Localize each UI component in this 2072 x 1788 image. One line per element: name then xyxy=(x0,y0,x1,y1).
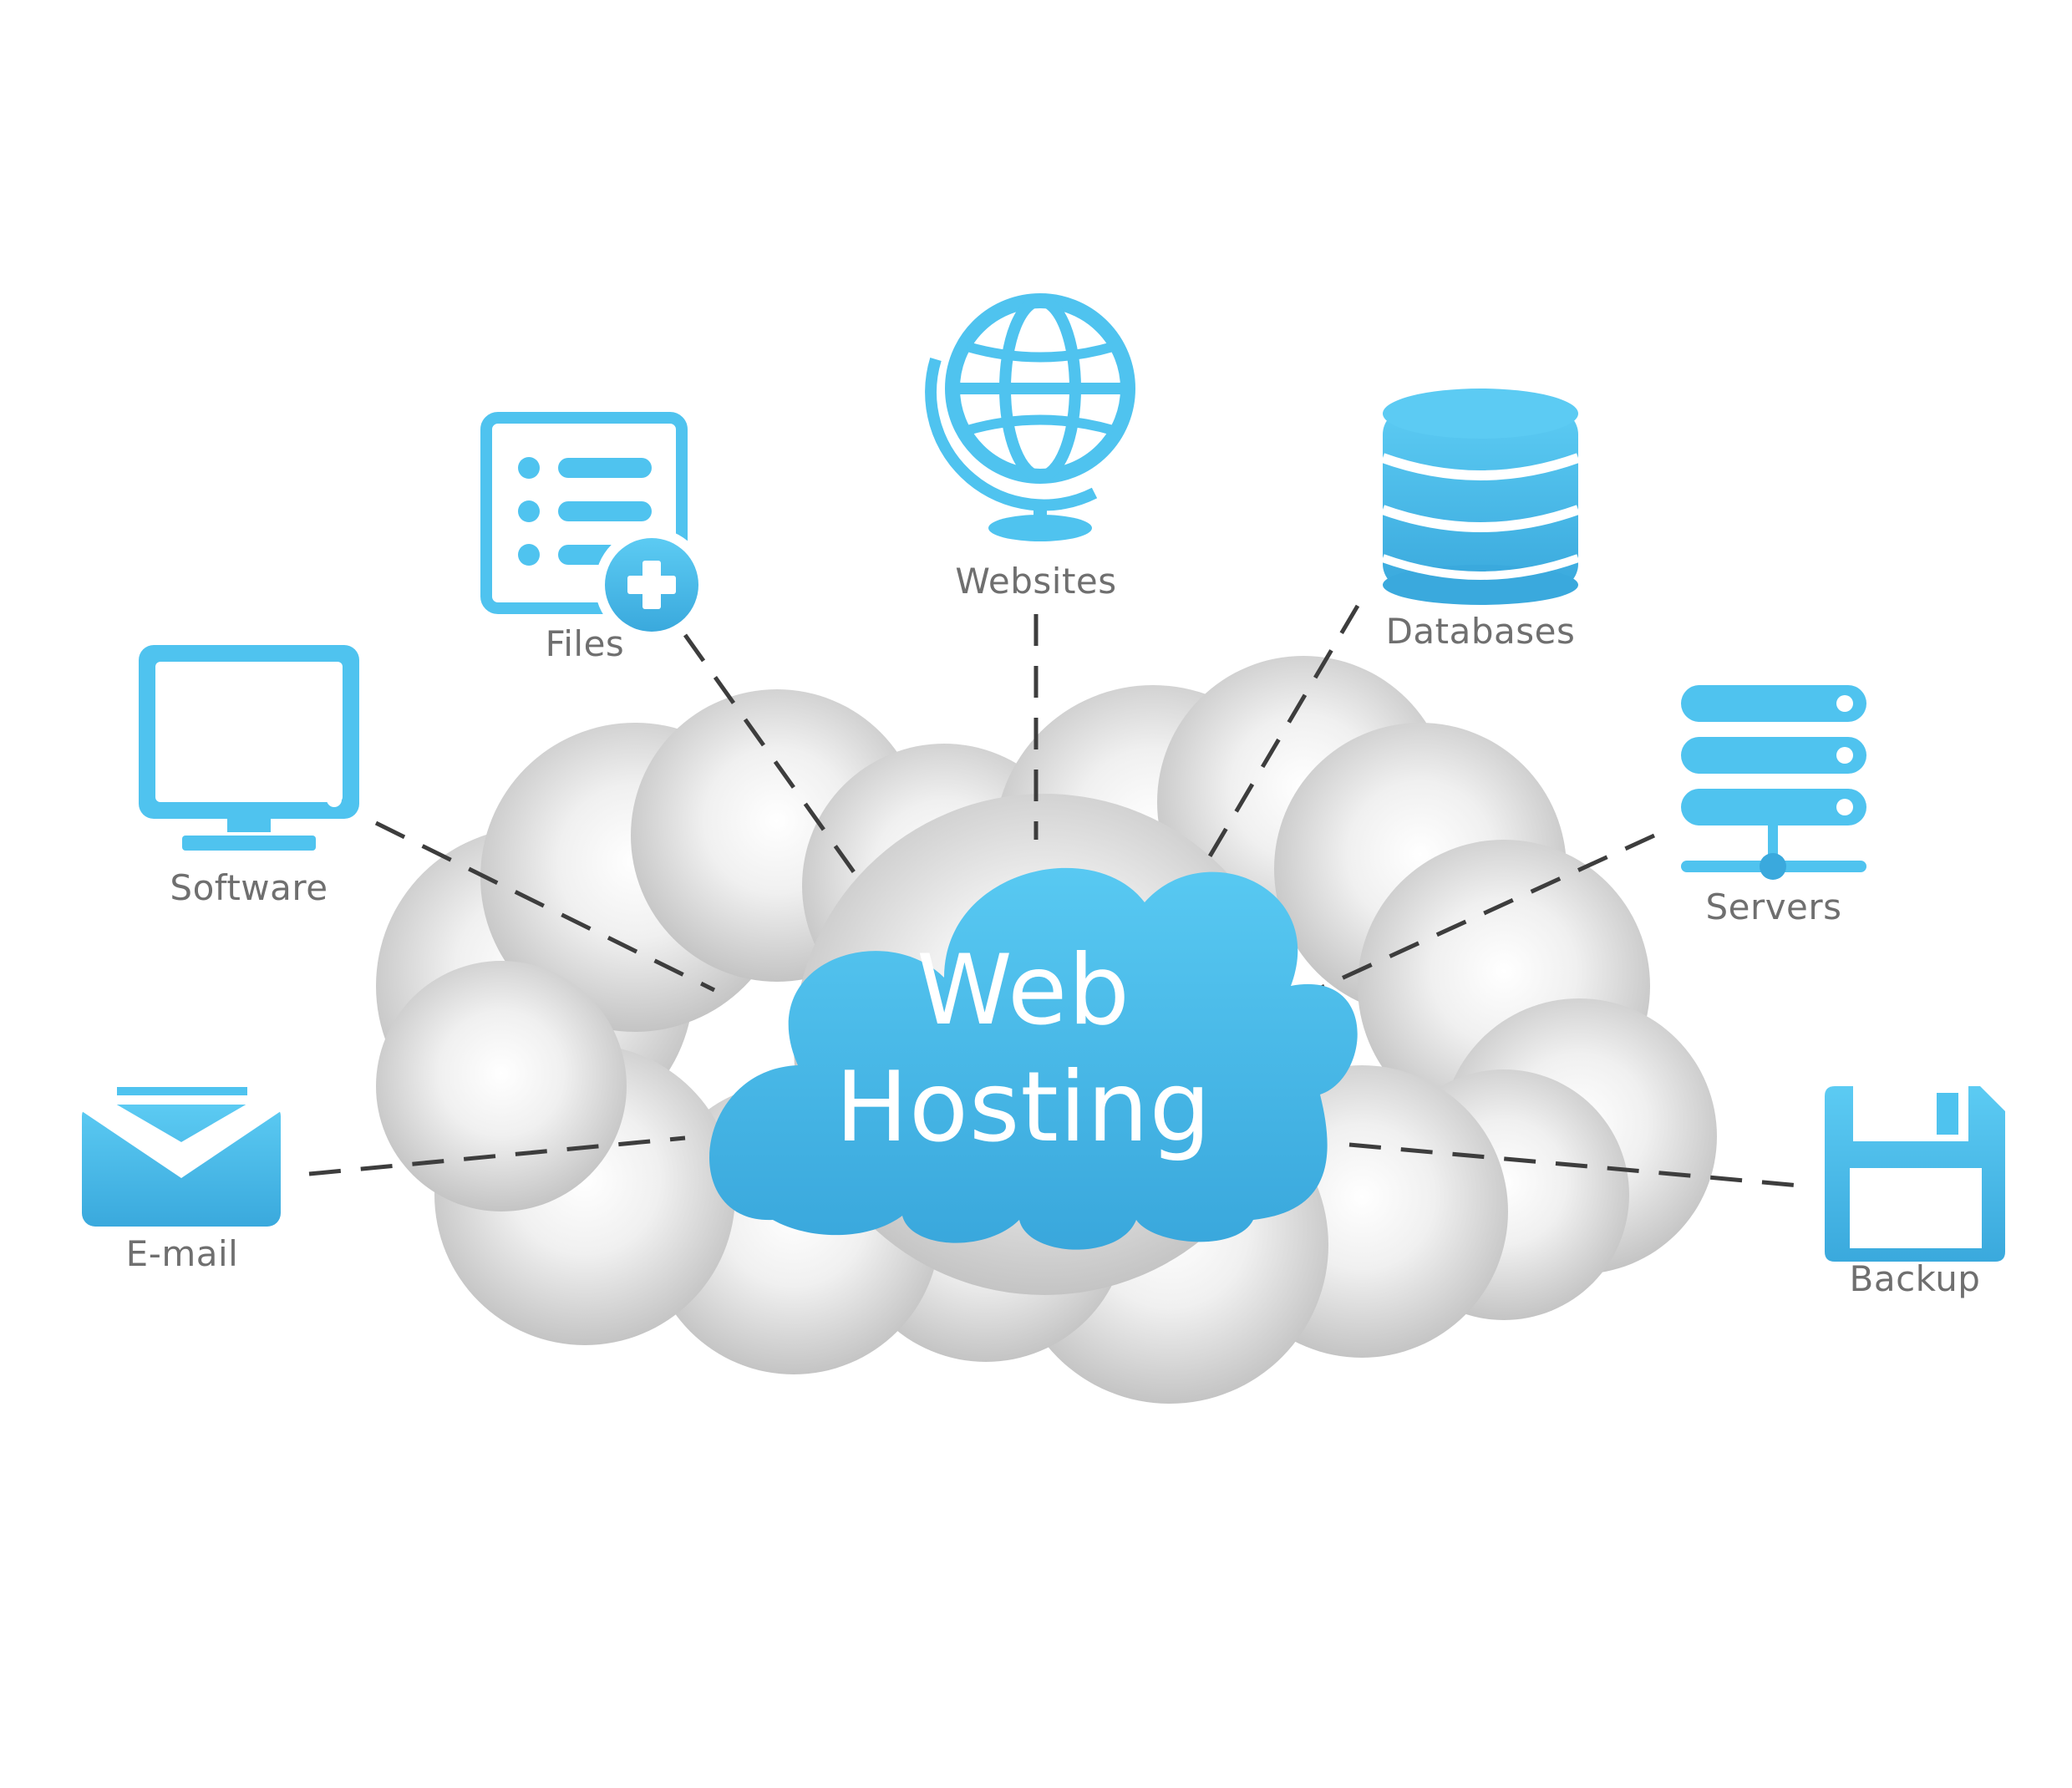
node-files: Files xyxy=(480,412,708,664)
connector-software xyxy=(374,820,716,993)
node-software: Software xyxy=(139,645,359,908)
node-label-servers: Servers xyxy=(1705,886,1841,927)
node-label-websites: Websites xyxy=(955,561,1116,602)
node-email: E-mail xyxy=(82,1086,281,1274)
center-title-line1: Web xyxy=(917,934,1130,1047)
database-icon xyxy=(1380,389,1581,605)
connector-email xyxy=(308,1135,686,1176)
node-backup: Backup xyxy=(1825,1086,2005,1299)
connectors xyxy=(308,604,1810,1189)
connector-backup xyxy=(1348,1142,1810,1189)
monitor-icon xyxy=(139,645,359,851)
center-cloud: Web Hosting xyxy=(709,867,1358,1250)
node-label-files: Files xyxy=(546,623,625,664)
node-label-backup: Backup xyxy=(1850,1258,1981,1299)
globe-icon xyxy=(925,293,1135,518)
node-servers: Servers xyxy=(1681,685,1866,927)
node-label-software: Software xyxy=(170,867,328,908)
node-label-email: E-mail xyxy=(126,1233,239,1274)
node-label-databases: Databases xyxy=(1386,611,1576,652)
floppy-disk-icon xyxy=(1825,1086,2005,1262)
server-rack-icon xyxy=(1681,685,1866,880)
center-title-line2: Hosting xyxy=(835,1051,1212,1164)
connector-servers xyxy=(1314,833,1656,993)
node-websites: Websites xyxy=(925,293,1135,602)
files-add-icon xyxy=(480,412,708,642)
node-databases: Databases xyxy=(1380,389,1581,652)
envelope-icon xyxy=(82,1086,281,1227)
globe-base xyxy=(988,515,1092,541)
